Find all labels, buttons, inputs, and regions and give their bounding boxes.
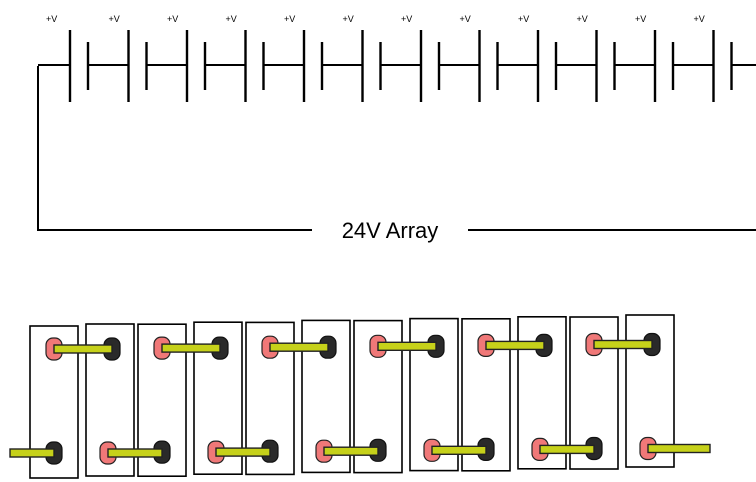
cell <box>244 30 304 102</box>
cell <box>478 30 538 102</box>
cell <box>536 30 597 102</box>
positive-voltage-label: +V <box>694 14 705 24</box>
cell <box>302 30 363 102</box>
positive-voltage-label: +V <box>284 14 295 24</box>
link-bar <box>431 445 487 455</box>
link-bar <box>539 444 595 455</box>
positive-voltage-label: +V <box>167 14 178 24</box>
cell <box>419 30 480 102</box>
positive-voltage-label: +V <box>635 14 646 24</box>
link-bar <box>269 342 329 352</box>
positive-voltage-label: +V <box>401 14 412 24</box>
positive-voltage-label: +V <box>226 14 237 24</box>
link-bar <box>593 339 653 350</box>
cell <box>361 30 421 102</box>
link-bar <box>9 448 55 458</box>
link-bar <box>377 341 437 351</box>
positive-voltage-label: +V <box>518 14 529 24</box>
positive-voltage-label: +V <box>460 14 471 24</box>
cell-string <box>38 30 756 102</box>
positive-voltage-label: +V <box>343 14 354 24</box>
left-lead-wire <box>37 66 312 231</box>
link-bar <box>161 343 221 353</box>
positive-voltage-label: +V <box>46 14 57 24</box>
link-bars <box>9 339 711 458</box>
cell <box>712 30 756 102</box>
positive-voltage-label: +V <box>577 14 588 24</box>
link-bar <box>647 443 711 454</box>
link-bar <box>323 446 379 456</box>
cell <box>127 30 187 102</box>
link-bar <box>485 340 545 351</box>
array-label: 24V Array <box>342 218 439 243</box>
positive-voltage-labels: +V +V +V +V +V +V +V +V +V +V +V +V <box>46 14 705 24</box>
cell <box>68 30 129 102</box>
cell <box>595 30 655 102</box>
link-bar <box>215 447 271 457</box>
positive-voltage-label: +V <box>109 14 120 24</box>
battery-layout <box>9 314 711 479</box>
cell <box>653 30 714 102</box>
series-cell-schematic: +V +V +V +V +V +V +V +V +V +V +V +V 24V Array <box>37 14 756 243</box>
link-bar <box>107 448 163 458</box>
cell <box>185 30 246 102</box>
link-bar <box>53 344 113 354</box>
